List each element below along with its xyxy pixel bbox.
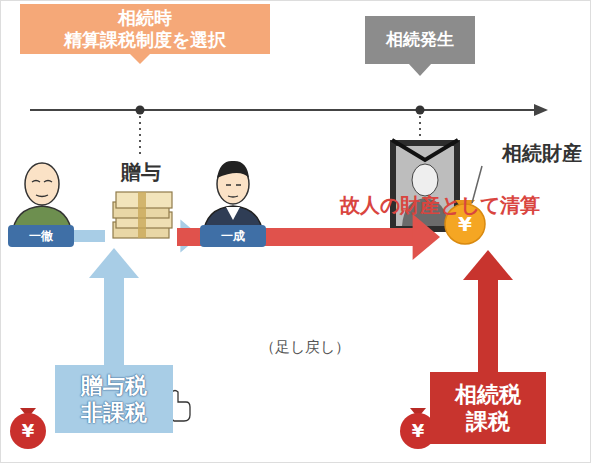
connector-line (74, 230, 105, 242)
person-face (32, 181, 52, 197)
callout-pointer (408, 63, 432, 76)
orange-callout: 相続時 精算課税制度を選択 (20, 4, 270, 54)
gift-node: 贈与 (105, 160, 177, 248)
node-text: 一徹 (8, 229, 74, 244)
node-text: 贈与税 非課税 (63, 372, 165, 427)
arrow-head (89, 248, 139, 278)
gift-tax-box: 贈与税 非課税 (55, 365, 173, 433)
arrow-head (413, 214, 440, 260)
node-text: 相続発生 (371, 29, 469, 50)
node-text: 相続税 課税 (438, 381, 538, 436)
dotted-guide (419, 116, 421, 138)
dotted-guide (139, 116, 141, 158)
timeline-head (534, 104, 548, 116)
yen-sign: ¥ (13, 420, 43, 442)
connector (463, 250, 513, 372)
money-bundle (113, 192, 172, 238)
note-text: （足し戻し） (240, 338, 370, 356)
connector (74, 236, 105, 237)
node-text: 相続財産 (480, 141, 582, 166)
inheritance-tax-box: 相続税 課税 (430, 372, 546, 444)
node-text: 相続時 精算課税制度を選択 (60, 7, 230, 52)
connector-line (104, 277, 124, 365)
person-head (25, 163, 59, 205)
timeline (30, 109, 536, 111)
connector (89, 248, 139, 365)
edge-label: 故人の財産として清算 (300, 193, 580, 217)
person-shirt (226, 207, 240, 220)
name-badge: 一徹 (8, 225, 74, 247)
person-hair (217, 161, 249, 178)
name-badge: 一成 (200, 225, 266, 247)
connector-line (478, 279, 498, 372)
node-text: 贈与 (105, 160, 177, 185)
yen-sign: ¥ (403, 420, 433, 442)
timeline-dot (136, 106, 145, 115)
person-face (226, 185, 241, 197)
connector (177, 214, 440, 260)
gray-callout: 相続発生 (365, 16, 475, 64)
timeline-dot (416, 106, 425, 115)
money-bag (10, 413, 46, 449)
arrow-head (463, 250, 513, 280)
node-text: 一成 (200, 229, 266, 244)
